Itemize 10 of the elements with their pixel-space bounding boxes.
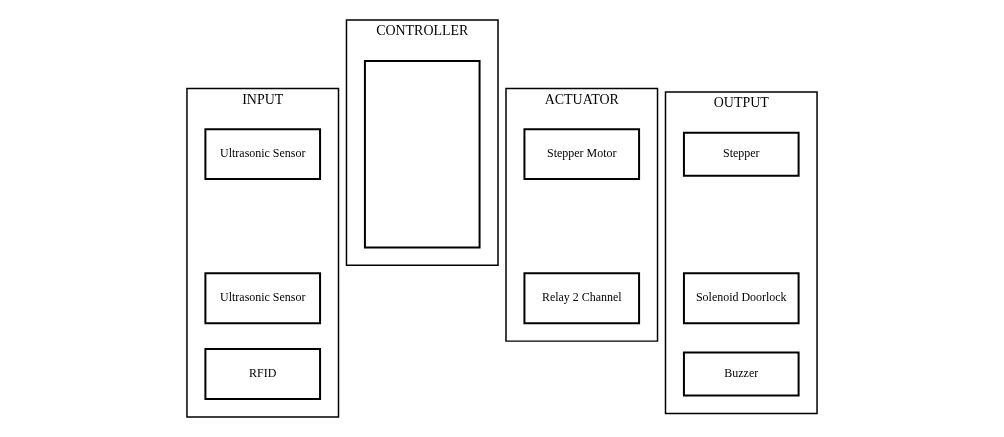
node-box: Relay 2 Channel [523,272,641,325]
node-box [363,60,481,249]
node-box: Ultrasonic Sensor [204,128,322,181]
node-box: Ultrasonic Sensor [204,272,322,325]
node-box: Stepper Motor [523,128,641,181]
node-box: RFID [204,348,322,400]
node-box: Solenoid Doorlock [682,272,800,325]
node-box: Buzzer [682,351,800,397]
node-box: Stepper [682,131,800,177]
cluster: CONTROLLER [345,19,499,267]
